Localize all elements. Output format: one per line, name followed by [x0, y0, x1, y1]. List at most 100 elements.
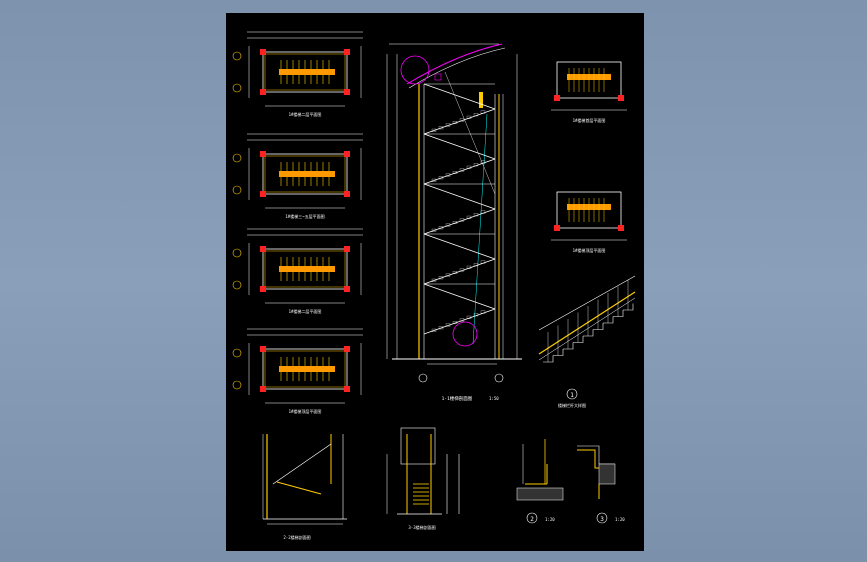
stair-flight	[423, 233, 496, 260]
stair-handrail	[279, 366, 335, 372]
step	[452, 171, 458, 174]
railing-step	[603, 316, 614, 324]
column	[260, 151, 266, 157]
step	[438, 276, 444, 280]
node-label-3: 3	[600, 516, 604, 523]
step	[459, 218, 465, 222]
plan-wall	[556, 191, 622, 229]
plan-inner	[264, 250, 346, 288]
floor-plans-right: 1#楼梯首层平面图 1#楼梯顶层平面图	[551, 61, 627, 253]
axis-bubble	[232, 83, 242, 93]
main-section-scale: 1:50	[489, 396, 499, 401]
step	[431, 278, 437, 282]
stair-flight	[423, 83, 496, 110]
column	[344, 89, 350, 95]
plan-inner	[264, 350, 346, 388]
railing-step	[623, 303, 634, 311]
step	[452, 271, 458, 274]
step	[480, 260, 486, 264]
plan-inner	[264, 53, 346, 91]
step	[452, 321, 458, 324]
step	[459, 118, 465, 122]
railing-step	[543, 355, 554, 363]
plan-wall	[262, 348, 348, 390]
step	[480, 310, 486, 314]
stair-flight	[423, 283, 496, 310]
stair-flight	[423, 108, 496, 135]
step	[480, 160, 486, 164]
step	[438, 176, 444, 180]
step	[445, 323, 451, 327]
column	[344, 191, 350, 197]
node-details: 2 1:20 3 1:20	[516, 439, 625, 524]
step	[438, 226, 444, 230]
column	[554, 225, 560, 231]
axis-bubble	[232, 248, 242, 258]
step	[466, 215, 472, 219]
column	[260, 386, 266, 392]
column	[554, 95, 560, 101]
stair-flight	[423, 183, 496, 210]
step	[480, 210, 486, 214]
step	[459, 318, 465, 322]
section-3-title: 3-3楼梯剖面图	[408, 524, 435, 530]
section-2-title: 2-2楼梯剖面图	[283, 534, 310, 540]
axis-bubble	[232, 380, 242, 390]
plan-wall	[262, 248, 348, 290]
plan-wall	[262, 153, 348, 195]
axis-bubble	[232, 348, 242, 358]
plan-title: 1#楼梯顶层平面图	[573, 247, 606, 253]
main-section-title: 1-1楼梯剖面图	[442, 395, 473, 402]
column	[618, 95, 624, 101]
stair-flight	[423, 158, 496, 185]
scale-label-3: 1:20	[615, 517, 625, 522]
axis-bubble	[232, 153, 242, 163]
column	[260, 89, 266, 95]
stair-handrail	[279, 266, 335, 272]
step	[466, 315, 472, 319]
railing-step	[573, 336, 584, 343]
plan-title: 1#楼梯二层平面图	[289, 111, 322, 117]
plan-title: 1#楼梯首层平面图	[573, 117, 606, 123]
stair-plan-3: 1#楼梯二层平面图	[232, 228, 363, 314]
stair-flight	[423, 308, 496, 335]
step	[473, 163, 479, 167]
step	[452, 221, 458, 224]
axis-bubble	[232, 280, 242, 290]
plan-wall	[262, 51, 348, 93]
section-3-3: 3-3楼梯剖面图	[386, 427, 460, 530]
step	[445, 173, 451, 177]
step	[452, 121, 458, 124]
cad-drawing: 1#楼梯二层平面图 1#楼梯三~五层平面图 1#楼梯二层平面图 1#楼梯顶层平面图	[232, 31, 636, 540]
step	[438, 126, 444, 130]
axis-bubble	[232, 51, 242, 61]
step	[473, 213, 479, 217]
stair-flight	[423, 208, 496, 235]
railing-step	[563, 342, 574, 350]
step	[438, 326, 444, 330]
step	[459, 168, 465, 172]
step	[473, 263, 479, 267]
step	[466, 115, 472, 119]
column	[260, 346, 266, 352]
column	[344, 346, 350, 352]
plan-wall	[556, 61, 622, 99]
railing-detail: 1 楼梯栏杆大样图	[538, 275, 636, 408]
railing-step	[593, 323, 604, 330]
node-label-1: 1	[570, 392, 574, 399]
column	[618, 225, 624, 231]
railing-step	[583, 329, 594, 337]
node-label-2: 2	[530, 516, 534, 523]
plan-inner	[264, 155, 346, 193]
step	[473, 313, 479, 317]
railing-step	[553, 349, 564, 356]
column	[260, 191, 266, 197]
step	[445, 273, 451, 277]
drawing-sheet[interactable]: 1#楼梯二层平面图 1#楼梯三~五层平面图 1#楼梯二层平面图 1#楼梯顶层平面图	[226, 13, 644, 551]
plan-title: 1#楼梯三~五层平面图	[285, 213, 324, 219]
step	[431, 178, 437, 182]
column	[260, 246, 266, 252]
axis-bubble	[232, 185, 242, 195]
plan-title: 1#楼梯二层平面图	[289, 308, 322, 314]
